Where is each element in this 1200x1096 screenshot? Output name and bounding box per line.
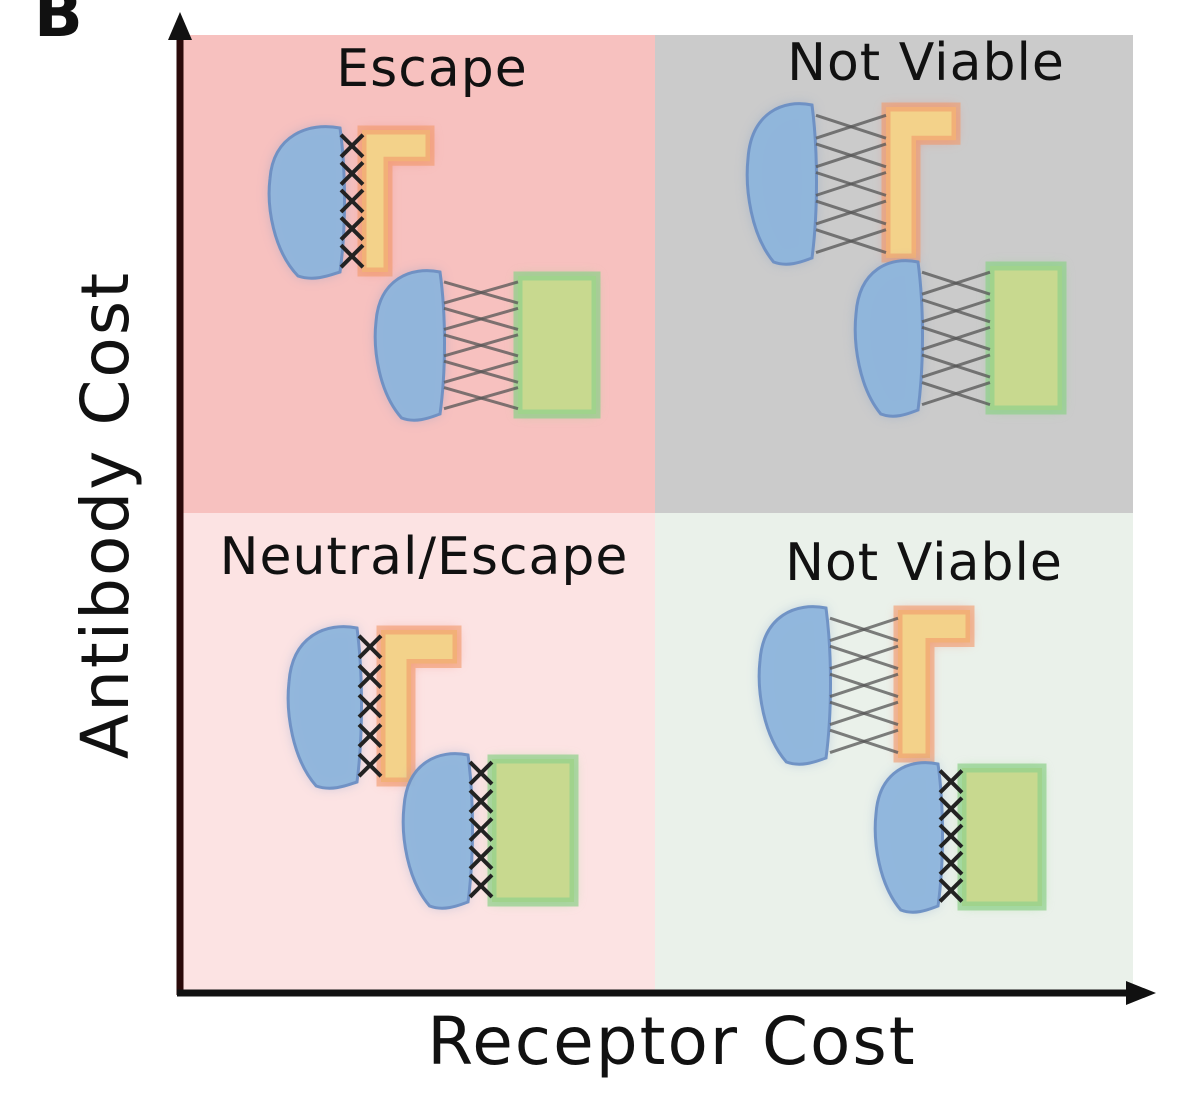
broken-bond-x-icon	[468, 760, 494, 786]
broken-bond-x-icon	[938, 769, 964, 795]
bond-line	[921, 381, 991, 407]
bond-line	[921, 298, 991, 324]
bond-line	[443, 359, 519, 384]
top-left-receptor-complex	[373, 269, 601, 422]
broken-bond-x-icon	[468, 788, 494, 814]
quadrant-title-bottom-right: Not Viable	[785, 533, 1063, 593]
bond-line	[829, 700, 899, 727]
bond-line	[829, 616, 899, 643]
receptor-rect-icon	[513, 271, 601, 419]
protein-blob-icon	[267, 125, 346, 280]
quadrant-title-bottom-left: Neutral/Escape	[220, 527, 629, 587]
antibody-L-icon	[893, 605, 975, 763]
top-right-receptor-complex	[853, 259, 1067, 418]
illustrations	[267, 102, 1067, 914]
bond-line	[829, 672, 899, 699]
y-axis	[168, 12, 192, 995]
bond-line	[829, 728, 899, 755]
x-axis	[177, 981, 1156, 1005]
broken-bond-x-icon	[357, 752, 383, 778]
bond-line	[815, 142, 887, 169]
broken-bond-x-icon	[938, 796, 964, 822]
broken-bond-x-icon	[339, 133, 365, 159]
bond-line	[921, 325, 991, 351]
broken-bond-x-icon	[339, 188, 365, 214]
x-axis-label: Receptor Cost	[427, 1003, 916, 1080]
protein-blob-icon	[373, 269, 446, 422]
bond-line	[443, 333, 519, 358]
antibody-L-icon	[357, 125, 435, 277]
panel-letter: B	[34, 0, 83, 52]
quadrant-title-top-right: Not Viable	[787, 33, 1065, 93]
top-right-antibody-complex	[745, 102, 961, 266]
broken-bond-x-icon	[938, 823, 964, 849]
bottom-left-receptor-complex	[401, 752, 579, 910]
bottom-right-antibody-complex	[757, 605, 975, 766]
y-axis-label: Antibody Cost	[67, 271, 144, 759]
broken-bond-x-icon	[339, 160, 365, 186]
broken-bond-x-icon	[357, 663, 383, 689]
broken-bond-x-icon	[938, 850, 964, 876]
protein-blob-icon	[873, 761, 944, 914]
receptor-rect-icon	[957, 763, 1047, 911]
broken-bond-x-icon	[938, 877, 964, 903]
broken-bond-x-icon	[339, 243, 365, 269]
bond-line	[921, 270, 991, 296]
bond-line	[443, 280, 519, 305]
broken-bond-x-icon	[468, 845, 494, 871]
bond-line	[829, 644, 899, 671]
quadrant-bottom-left	[180, 513, 655, 993]
antibody-L-icon	[881, 102, 961, 263]
bond-line	[443, 306, 519, 331]
bond-line	[815, 199, 887, 226]
antibody-L-icon	[376, 625, 462, 787]
bond-line	[815, 228, 887, 254]
bottom-right-receptor-complex	[873, 761, 1047, 914]
broken-bond-x-icon	[357, 723, 383, 749]
broken-bond-x-icon	[339, 216, 365, 242]
broken-bond-x-icon	[468, 817, 494, 842]
bottom-left-antibody-complex	[286, 625, 462, 790]
bond-line	[443, 386, 519, 411]
receptor-rect-icon	[487, 754, 579, 907]
top-left-antibody-complex	[267, 125, 435, 280]
broken-bond-x-icon	[357, 634, 383, 660]
bond-line	[921, 353, 991, 379]
bond-line	[815, 171, 887, 197]
receptor-rect-icon	[985, 261, 1067, 415]
broken-bond-x-icon	[357, 693, 383, 719]
broken-bond-x-icon	[468, 873, 494, 899]
bond-line	[815, 113, 887, 140]
quadrant-title-top-left: Escape	[336, 39, 527, 99]
